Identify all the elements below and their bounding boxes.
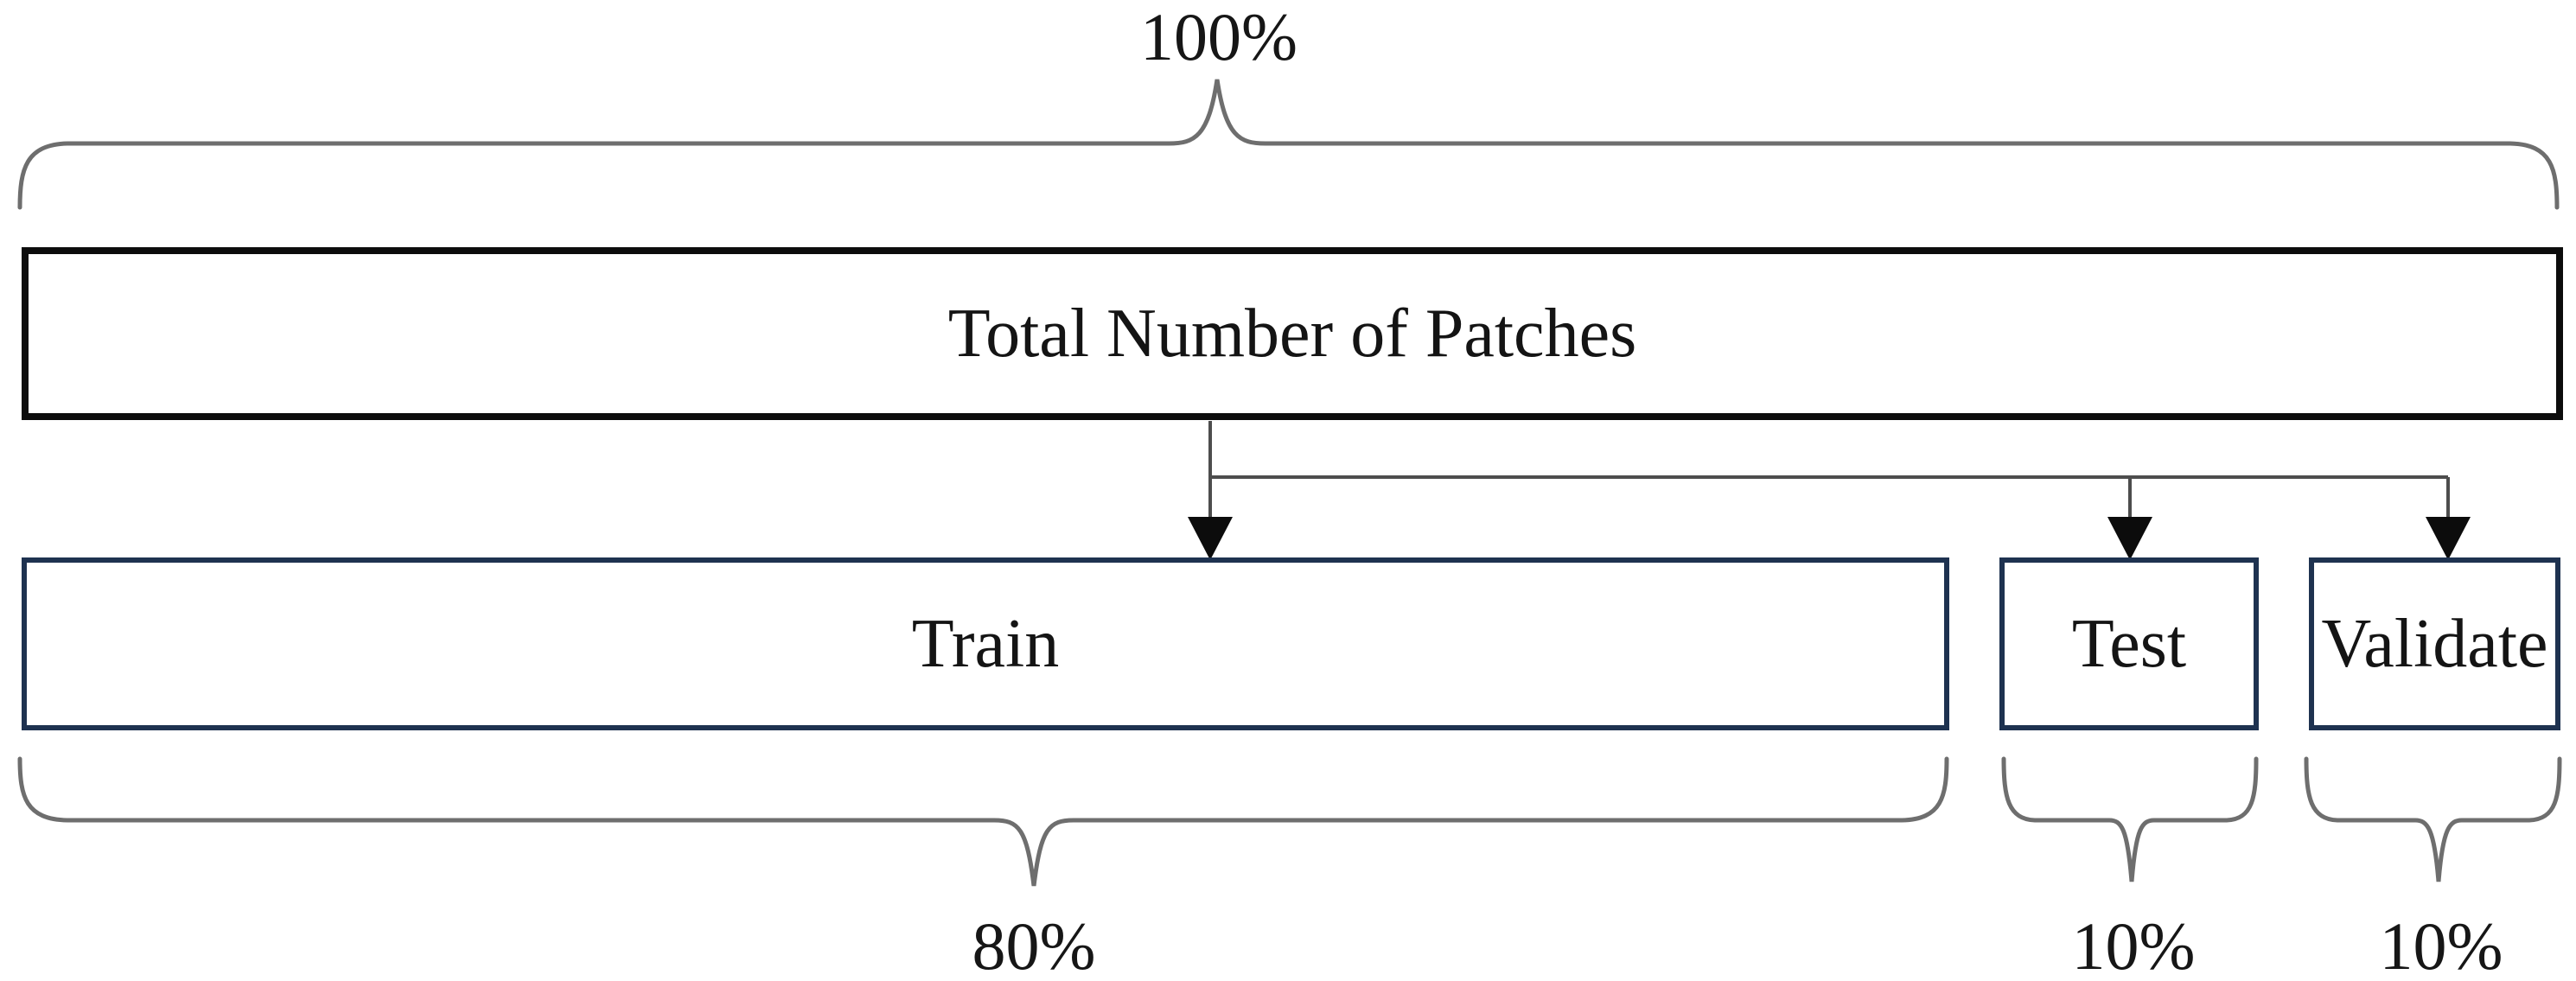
arrowhead-train: [1188, 517, 1233, 560]
arrowhead-test: [2107, 517, 2152, 560]
top-brace: [17, 79, 2560, 210]
test-label: Test: [2071, 605, 2187, 682]
validate-box: Validate: [2309, 557, 2560, 730]
test-percent-label: 10%: [2071, 908, 2196, 981]
test-brace: [2001, 756, 2259, 882]
total-patches-box: Total Number of Patches: [22, 247, 2563, 420]
test-box: Test: [1999, 557, 2259, 730]
total-percent-label: 100%: [1140, 0, 1298, 74]
train-box: Train: [22, 557, 1949, 730]
arrowhead-validate: [2426, 517, 2471, 560]
train-percent-label: 80%: [972, 908, 1096, 981]
train-brace: [17, 756, 1949, 887]
total-patches-label: Total Number of Patches: [947, 295, 1637, 372]
train-label: Train: [911, 605, 1060, 682]
validate-brace: [2304, 756, 2562, 882]
validate-label: Validate: [2321, 605, 2548, 682]
validate-percent-label: 10%: [2379, 908, 2503, 981]
